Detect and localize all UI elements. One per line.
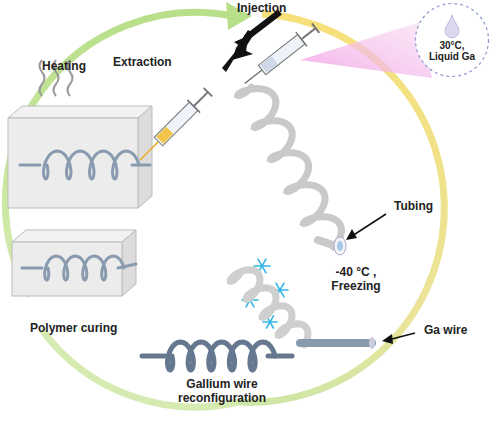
- ga-wire: [300, 339, 372, 347]
- step-label: Extraction: [113, 56, 172, 70]
- coil: [238, 87, 342, 247]
- heating-block: [8, 106, 152, 208]
- detail-circle: 30°C, Liquid Ga: [414, 2, 490, 78]
- step-label: Polymer curing: [30, 322, 117, 336]
- coil: [45, 256, 124, 280]
- tube-end: [337, 241, 343, 251]
- coils: [20, 87, 341, 370]
- coil: [44, 151, 140, 179]
- ga-wire: [369, 337, 375, 349]
- step-label: Injection: [237, 2, 286, 16]
- step-label: Tubing: [394, 200, 433, 214]
- step-label: Gallium wire reconfiguration: [162, 378, 282, 406]
- step-label: Ga wire: [424, 324, 467, 338]
- leader-arrow: [346, 229, 357, 240]
- coil-lead: [22, 267, 42, 270]
- syringe: [134, 86, 215, 167]
- node-text: 30°C, Liquid Ga: [425, 2, 480, 62]
- coil-lead: [142, 354, 165, 359]
- cycle-arrow: [5, 12, 232, 296]
- coil: [230, 270, 308, 345]
- tube-end: [334, 237, 346, 255]
- step-label: Heating: [42, 60, 86, 74]
- coil-lead: [268, 354, 292, 359]
- push-arrow: [246, 12, 280, 38]
- leader-arrow: [382, 334, 393, 344]
- zoom-beam: [300, 22, 432, 78]
- coil: [168, 342, 276, 370]
- step-label: -40 °C , Freezing: [324, 266, 388, 294]
- coil-lead: [132, 164, 150, 167]
- coil-lead: [318, 240, 336, 246]
- pull-arrow: [222, 36, 248, 72]
- coil-lead: [20, 164, 40, 167]
- coil-lead: [118, 264, 136, 268]
- polymer-block: [12, 230, 136, 296]
- leader-line: [352, 214, 386, 236]
